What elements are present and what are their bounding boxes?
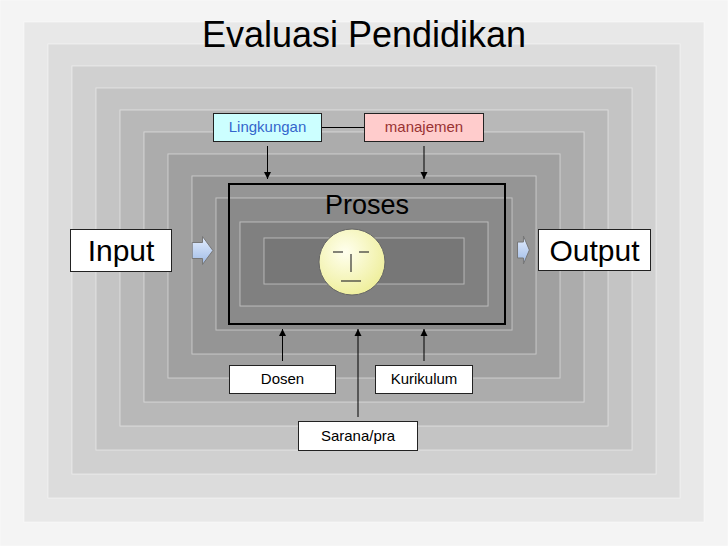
tunnel-ring [168, 154, 560, 378]
tunnel-ring [120, 110, 608, 426]
box-label: Lingkungan [229, 119, 307, 136]
output-box: Output [538, 229, 651, 271]
box-label: Proses [325, 191, 409, 221]
face-circle [319, 229, 385, 295]
box-label: Input [88, 234, 155, 267]
process-box: Proses [228, 183, 506, 325]
box-label: manajemen [385, 119, 463, 136]
face-icon [319, 229, 385, 295]
connector-arrow [355, 329, 362, 417]
box-label: Dosen [261, 371, 304, 388]
tunnel-ring [240, 222, 488, 306]
lecturer-box: Dosen [229, 365, 336, 394]
block-arrow [518, 236, 530, 264]
box-label: Sarana/pra [321, 428, 395, 445]
tunnel-ring [24, 22, 704, 522]
face-eye [359, 251, 369, 252]
connector-arrow [421, 146, 428, 179]
tunnel-ring [48, 44, 680, 498]
connector-arrow [264, 146, 271, 179]
curriculum-box: Kurikulum [375, 365, 473, 394]
input-box: Input [70, 229, 172, 272]
connector-arrow [279, 329, 286, 361]
face-eye [333, 251, 343, 252]
face-nose [350, 254, 351, 272]
facilities-box: Sarana/pra [298, 421, 418, 451]
face-mouth [341, 280, 361, 281]
box-label: Kurikulum [391, 371, 458, 388]
box-label: Output [549, 234, 639, 267]
connector-arrow [322, 127, 364, 128]
management-box: manajemen [364, 113, 484, 142]
environment-box: Lingkungan [213, 113, 322, 142]
block-arrow [192, 237, 213, 265]
connector-arrow [421, 329, 428, 361]
tunnel-ring [192, 176, 536, 354]
diagram-title: Evaluasi Pendidikan [0, 14, 728, 56]
tunnel-ring [144, 132, 584, 402]
